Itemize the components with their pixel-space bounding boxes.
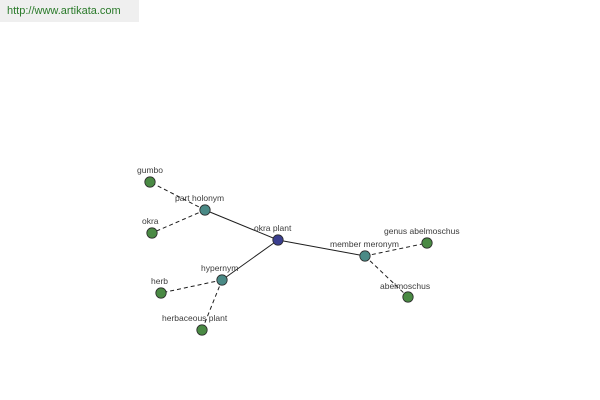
edge-hypernym-to-herbaceous-plant xyxy=(201,279,223,331)
graph-edges xyxy=(149,181,428,331)
edge-member-meronym-to-abelmoschus xyxy=(364,255,409,298)
node-herbaceous-plant[interactable] xyxy=(196,324,208,336)
node-label-herb[interactable]: herb xyxy=(151,276,168,286)
edge-okra-plant-to-part-holonym xyxy=(204,209,279,241)
node-label-member-meronym[interactable]: member meronym xyxy=(330,239,399,249)
node-label-abelmoschus[interactable]: abelmoschus xyxy=(380,281,430,291)
node-hypernym[interactable] xyxy=(216,274,228,286)
node-label-genus-abelmoschus[interactable]: genus abelmoschus xyxy=(384,226,460,236)
node-label-hypernym[interactable]: hypernym xyxy=(201,263,238,273)
graph-nodes xyxy=(144,176,433,336)
node-label-part-holonym[interactable]: part holonym xyxy=(175,193,224,203)
node-member-meronym[interactable] xyxy=(359,250,371,262)
node-label-okra-plant[interactable]: okra plant xyxy=(254,223,292,233)
node-abelmoschus[interactable] xyxy=(402,291,414,303)
node-label-gumbo[interactable]: gumbo xyxy=(137,165,163,175)
node-herb[interactable] xyxy=(155,287,167,299)
graph-labels: okra plant part holonym hypernym member mer… xyxy=(137,165,460,323)
edge-okra-plant-to-member-meronym xyxy=(277,239,366,257)
source-url-banner[interactable]: http://www.artikata.com xyxy=(0,0,139,22)
node-okra[interactable] xyxy=(146,227,158,239)
edge-part-holonym-to-gumbo xyxy=(149,181,206,211)
node-genus-abelmoschus[interactable] xyxy=(421,237,433,249)
node-part-holonym[interactable] xyxy=(199,204,211,216)
edge-okra-plant-to-hypernym xyxy=(221,239,279,281)
edge-hypernym-to-herb xyxy=(160,279,223,294)
node-gumbo[interactable] xyxy=(144,176,156,188)
source-url-link[interactable]: http://www.artikata.com xyxy=(7,5,121,17)
edge-part-holonym-to-okra xyxy=(151,209,206,234)
node-label-herbaceous-plant[interactable]: herbaceous plant xyxy=(162,313,228,323)
node-label-okra[interactable]: okra xyxy=(142,216,159,226)
node-okra-plant[interactable] xyxy=(272,234,284,246)
edge-member-meronym-to-genus-abelmoschus xyxy=(364,242,428,257)
